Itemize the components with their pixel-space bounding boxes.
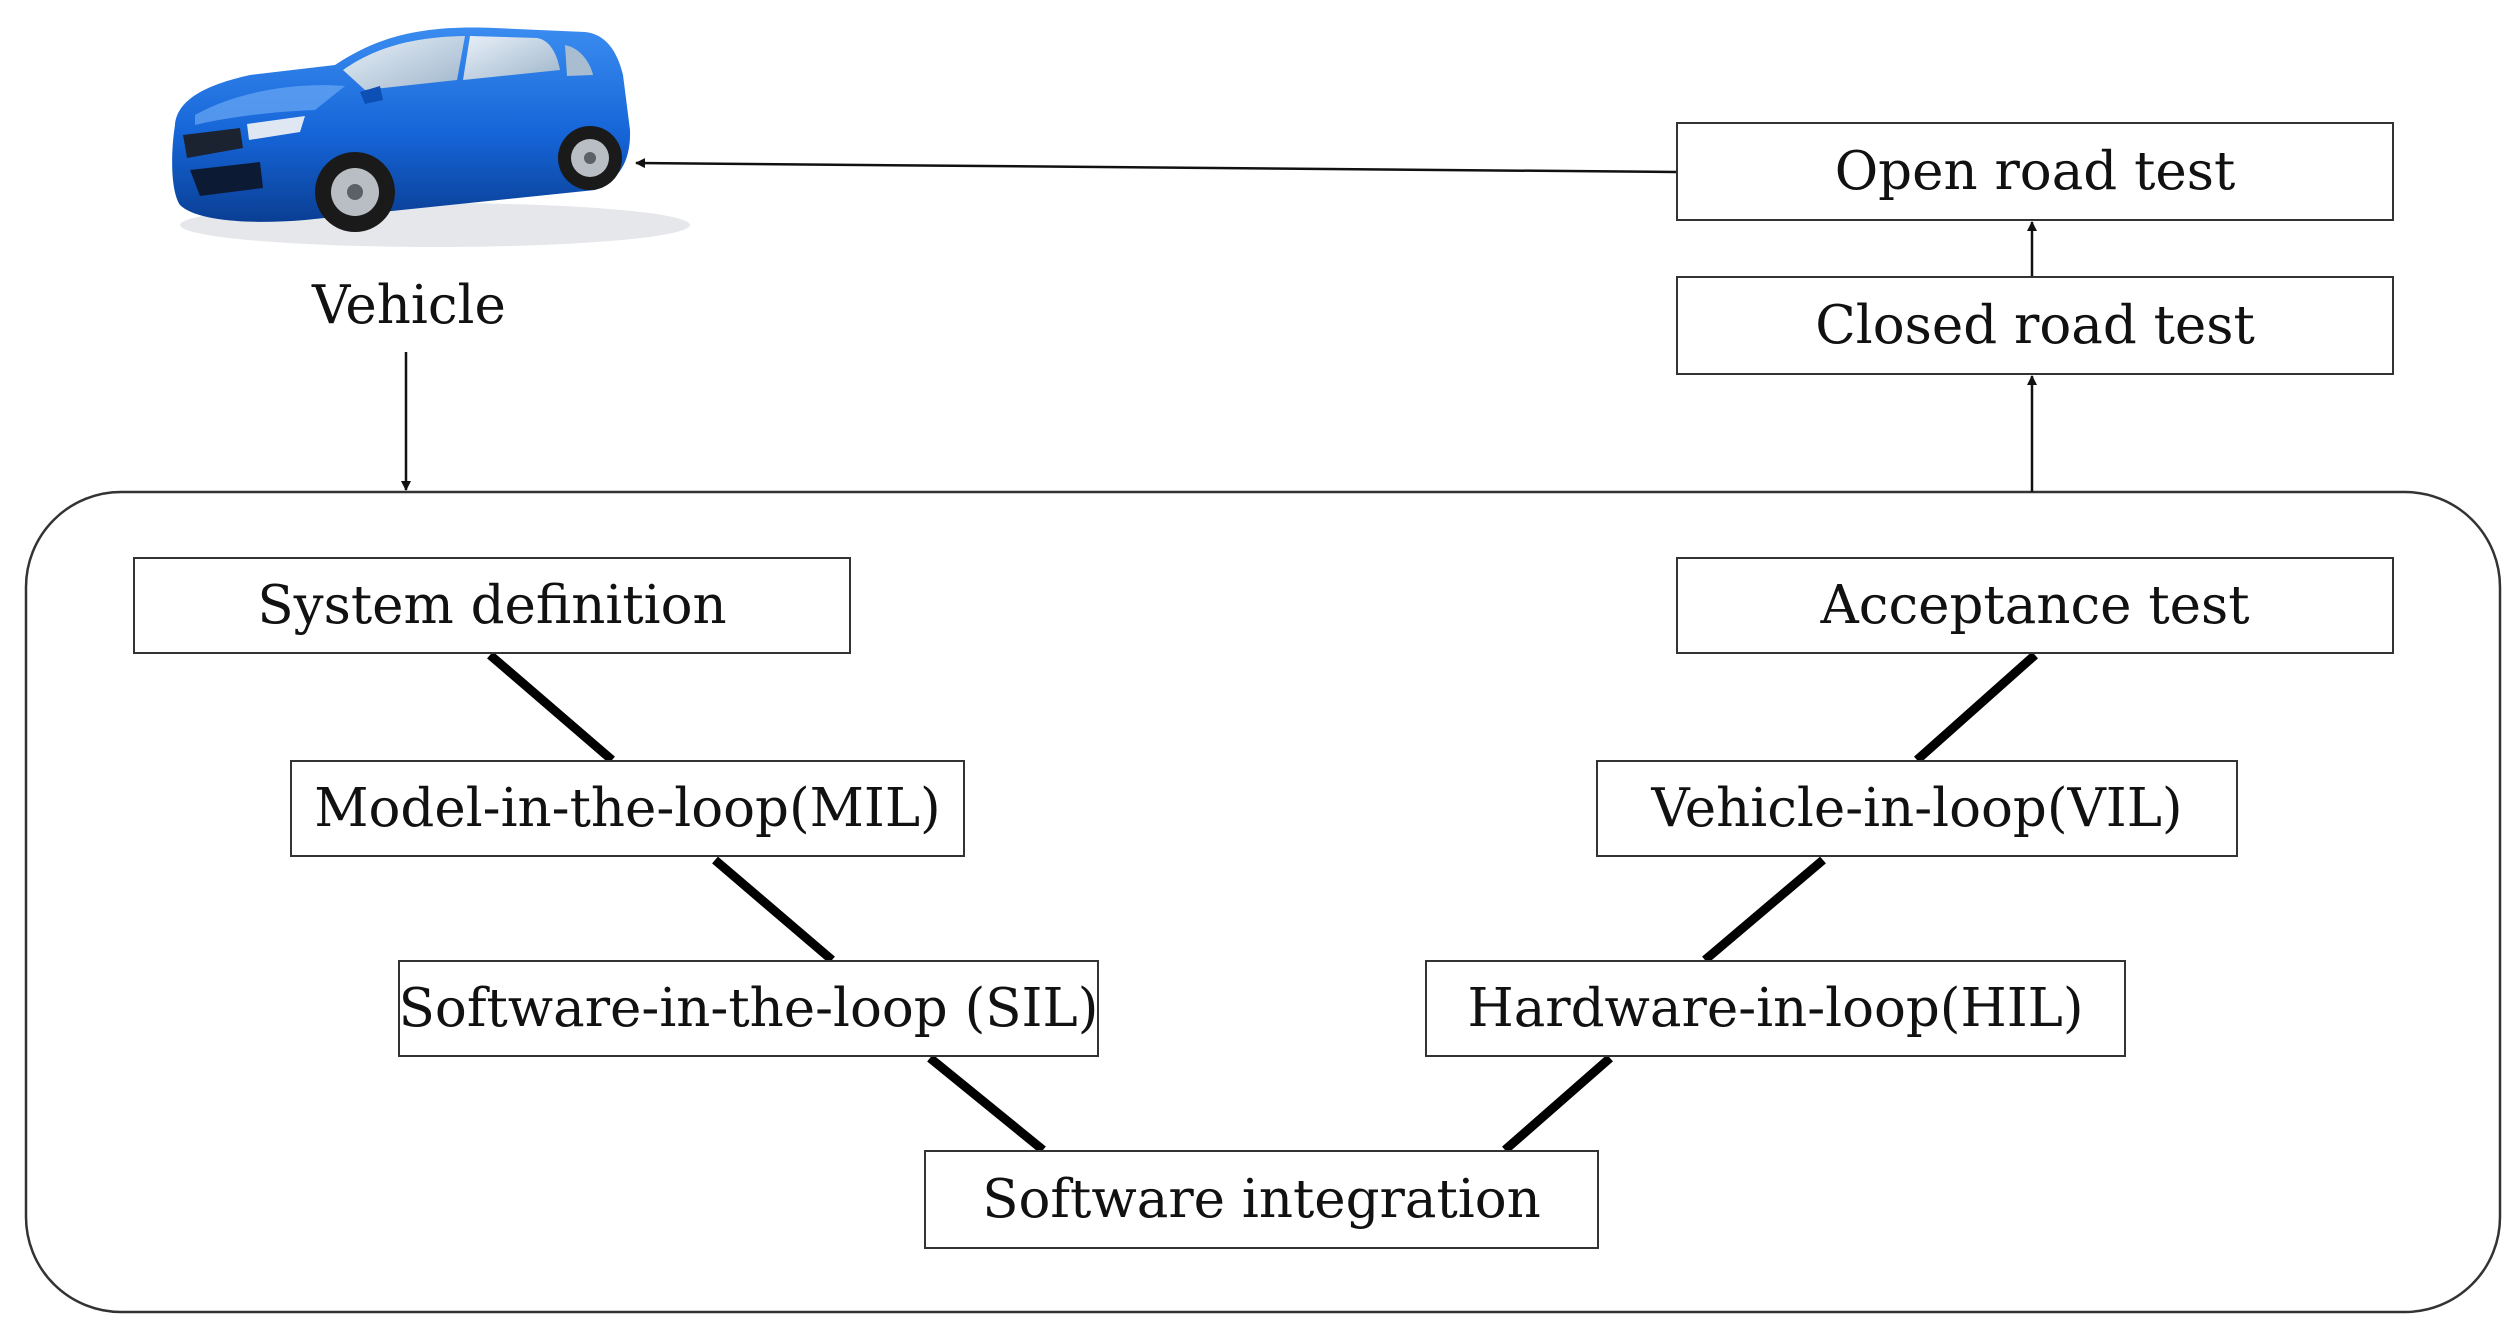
closed-road-test-node: Closed road test <box>1676 276 2394 375</box>
hil-node: Hardware-in-loop(HIL) <box>1425 960 2126 1057</box>
mil-node: Model-in-the-loop(MIL) <box>290 760 965 857</box>
open-road-test-node: Open road test <box>1676 122 2394 221</box>
sil-node: Software-in-the-loop (SIL) <box>398 960 1099 1057</box>
system-definition-node: System definition <box>133 557 851 654</box>
v-line-mil-to-sil <box>712 856 835 964</box>
v-line-integration-to-hil <box>1502 1054 1613 1154</box>
v-line-sil-to-integration <box>927 1054 1046 1154</box>
arrow-open-road-to-vehicle <box>635 158 1677 174</box>
vehicle-caption: Vehicle <box>312 275 506 336</box>
process-frame <box>24 490 2502 1314</box>
v-model-lines <box>487 651 2038 1154</box>
v-line-hil-to-vil <box>1702 856 1826 964</box>
acceptance-test-node: Acceptance test <box>1676 557 2394 654</box>
v-line-sysdef-to-mil <box>487 651 615 764</box>
blue-hatchback-car-icon <box>172 27 690 247</box>
software-integration-node: Software integration <box>924 1150 1599 1249</box>
v-line-vil-to-acceptance <box>1914 651 2038 764</box>
vil-node: Vehicle-in-loop(VIL) <box>1596 760 2238 857</box>
